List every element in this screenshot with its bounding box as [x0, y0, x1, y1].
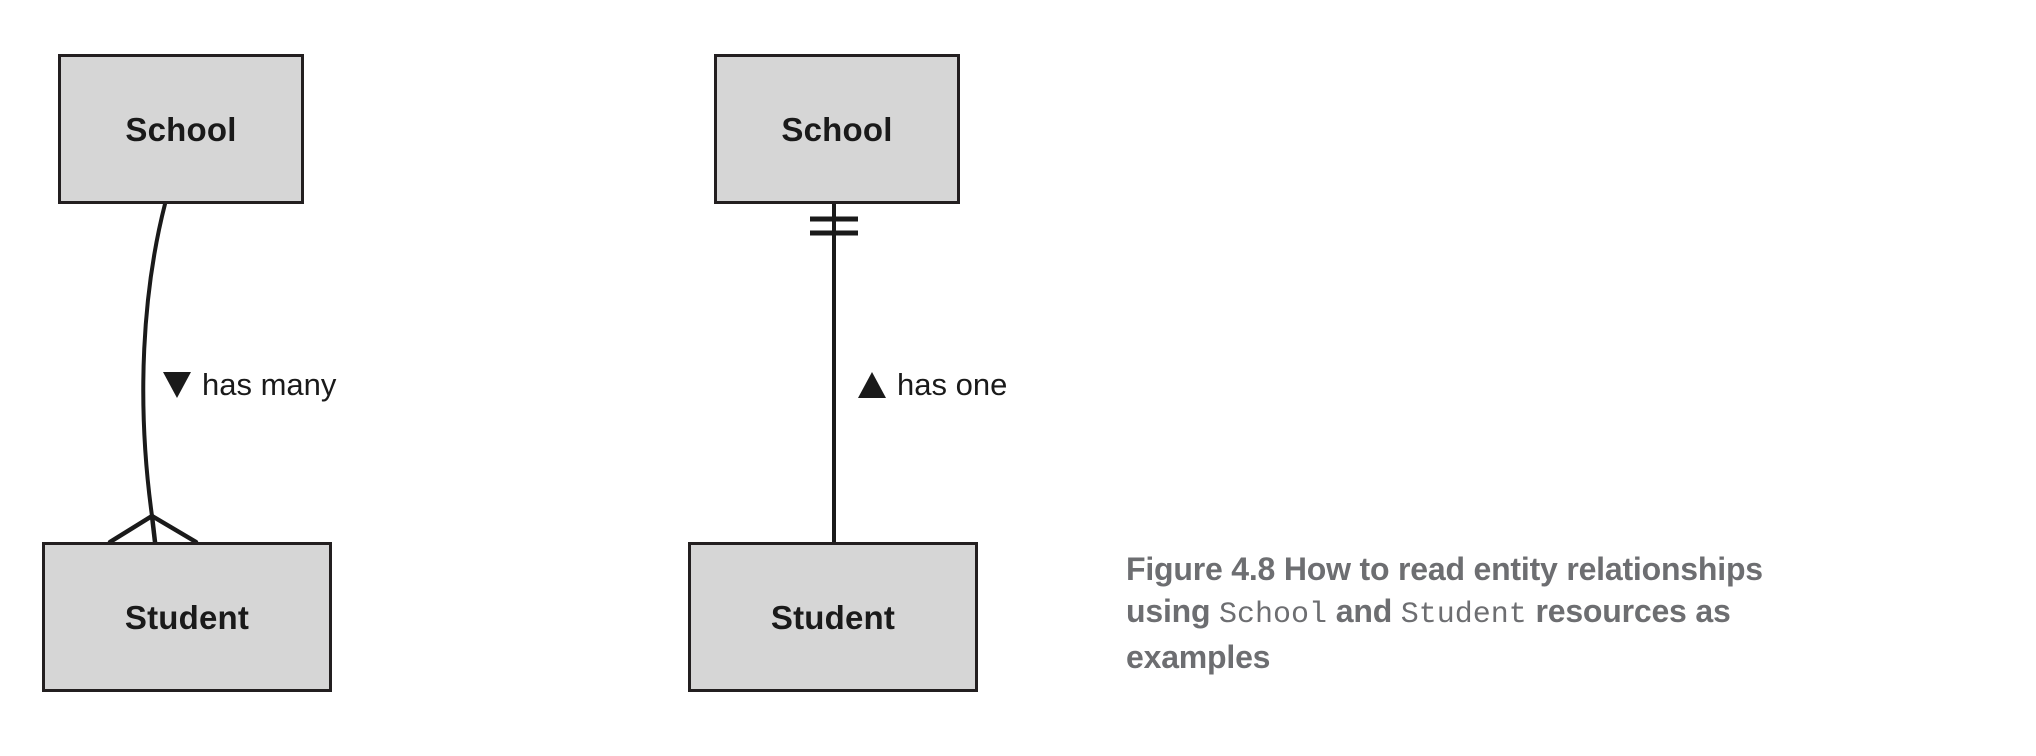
relationship-label-has-many: has many — [163, 369, 336, 400]
relationship-label-text-has-many: has many — [202, 367, 337, 402]
entity-label-school-2: School — [781, 110, 893, 148]
entity-box-school-1[interactable]: School — [58, 54, 304, 204]
figure-number: Figure 4.8 — [1126, 551, 1276, 587]
figure-caption-gap — [1275, 551, 1284, 587]
triangle-up-icon — [858, 371, 886, 398]
figure-caption: Figure 4.8 How to read entity relationsh… — [1126, 548, 1826, 678]
relationship-line-has-many — [141, 202, 167, 518]
figure-caption-text-3: resources as examples — [1126, 593, 1731, 675]
triangle-down-icon — [163, 371, 191, 398]
relationship-label-has-one: has one — [858, 369, 1007, 400]
one-and-only-one-icon — [810, 216, 858, 236]
entity-box-school-2[interactable]: School — [714, 54, 960, 204]
entity-box-student-2[interactable]: Student — [688, 542, 978, 692]
entity-label-student-1: Student — [124, 598, 250, 636]
relationship-label-text-has-one: has one — [897, 367, 1008, 402]
figure-caption-code-school: School — [1219, 598, 1328, 632]
entity-label-school-1: School — [125, 110, 237, 148]
crows-foot-many-icon — [107, 513, 199, 545]
entity-box-student-1[interactable]: Student — [42, 542, 332, 692]
figure-caption-text-2: and — [1327, 593, 1401, 629]
figure-caption-code-student: Student — [1400, 598, 1527, 632]
entity-label-student-2: Student — [770, 598, 896, 636]
figure-caption-text-1: How to read entity relationships using — [1126, 551, 1763, 629]
